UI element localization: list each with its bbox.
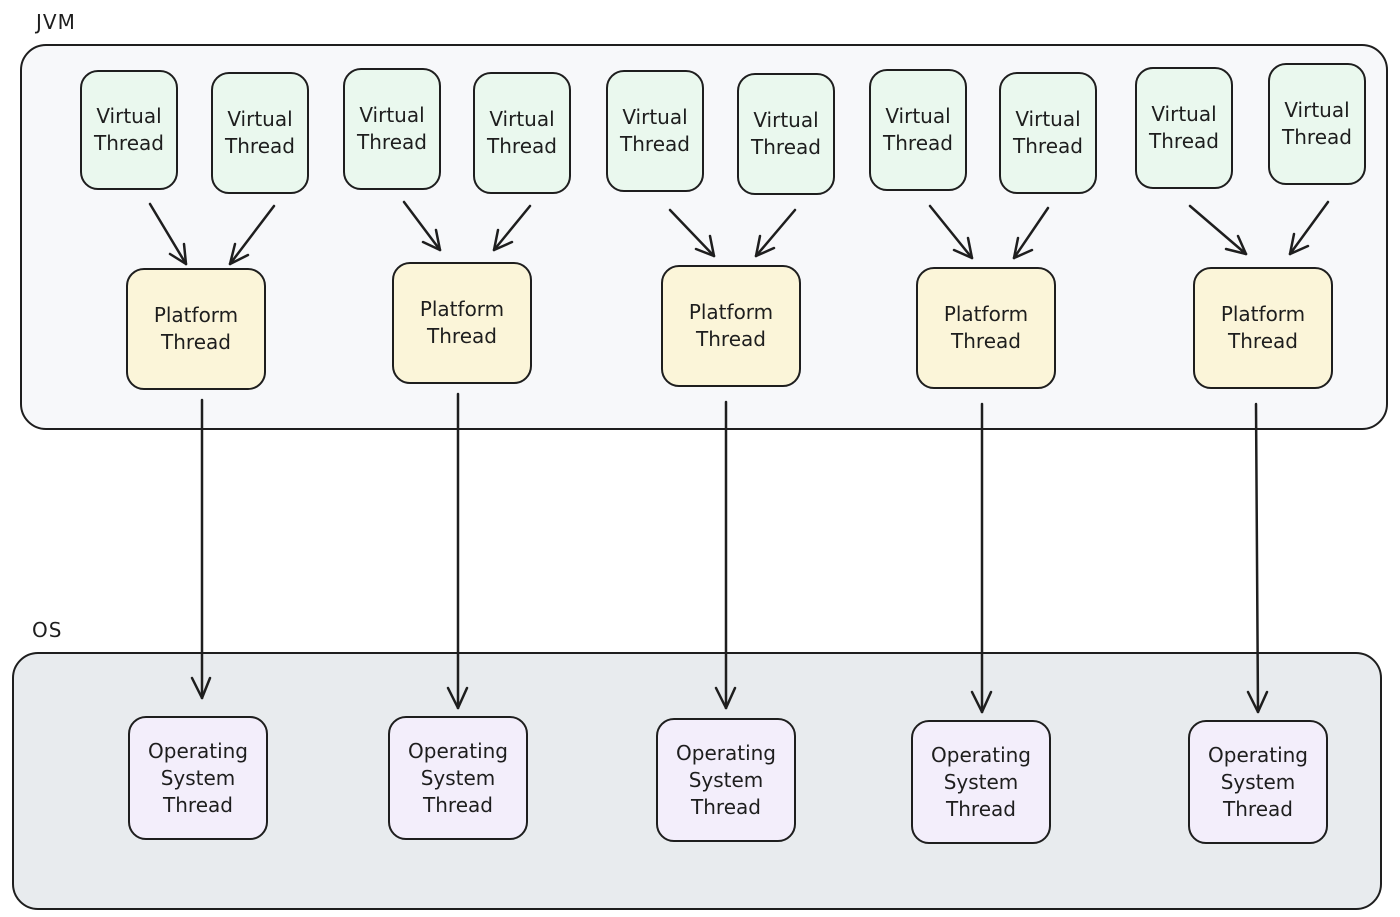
os-thread-node: Operating System Thread xyxy=(911,720,1051,844)
platform-thread-node: Platform Thread xyxy=(126,268,266,390)
virtual-thread-node: Virtual Thread xyxy=(1135,67,1233,189)
platform-thread-node: Platform Thread xyxy=(392,262,532,384)
virtual-thread-node: Virtual Thread xyxy=(606,70,704,192)
virtual-thread-node: Virtual Thread xyxy=(473,72,571,194)
os-thread-node: Operating System Thread xyxy=(128,716,268,840)
os-label: OS xyxy=(32,618,63,642)
platform-thread-node: Platform Thread xyxy=(1193,267,1333,389)
virtual-thread-node: Virtual Thread xyxy=(1268,63,1366,185)
os-thread-node: Operating System Thread xyxy=(656,718,796,842)
platform-thread-node: Platform Thread xyxy=(661,265,801,387)
os-thread-node: Operating System Thread xyxy=(388,716,528,840)
virtual-thread-node: Virtual Thread xyxy=(343,68,441,190)
virtual-thread-node: Virtual Thread xyxy=(869,69,967,191)
virtual-thread-node: Virtual Thread xyxy=(999,72,1097,194)
virtual-thread-node: Virtual Thread xyxy=(737,73,835,195)
jvm-label: JVM xyxy=(36,10,76,34)
virtual-thread-node: Virtual Thread xyxy=(80,70,178,190)
os-thread-node: Operating System Thread xyxy=(1188,720,1328,844)
platform-thread-node: Platform Thread xyxy=(916,267,1056,389)
virtual-thread-node: Virtual Thread xyxy=(211,72,309,194)
